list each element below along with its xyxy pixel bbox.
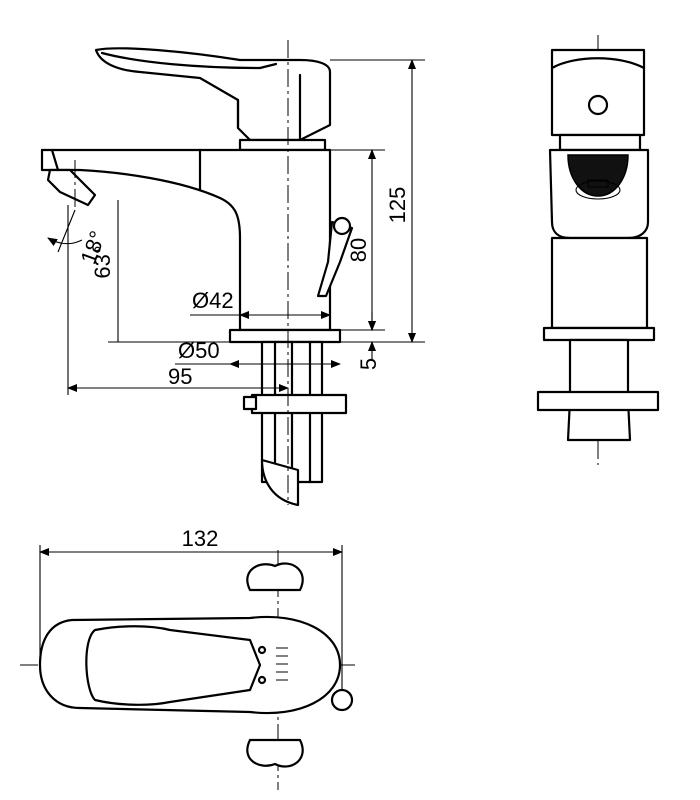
- plan-drain-knob: [330, 688, 354, 712]
- dim-spout-height: 80: [346, 238, 371, 262]
- end-nut: [536, 390, 660, 412]
- end-handle: [550, 48, 646, 137]
- end-aerator: [567, 154, 629, 197]
- base-plate: [228, 328, 342, 344]
- cartridge-cap: [238, 138, 327, 152]
- end-elevation-view: [536, 35, 660, 465]
- aerator: [46, 168, 97, 207]
- plan-lug-top: [246, 562, 304, 592]
- end-base-plate: [542, 326, 656, 342]
- dim-base-diameter: Ø50: [178, 338, 220, 363]
- dim-overall-length: 132: [182, 526, 219, 551]
- dimension-annotations: 125 80 5 Ø42 Ø50 95 18° 63°: [39, 59, 425, 690]
- plan-body: [38, 615, 342, 715]
- dim-base-plate: 5: [356, 358, 381, 370]
- brand-logo-mark: [276, 647, 288, 681]
- drain-rod: [316, 220, 354, 298]
- dim-spout-reach: 95: [168, 364, 192, 389]
- side-elevation-view: [40, 40, 354, 507]
- plan-view: [20, 550, 355, 790]
- mounting-nut: [250, 393, 348, 415]
- spout-body: [40, 148, 332, 332]
- lever-handle: [94, 47, 332, 142]
- end-shank: [566, 338, 632, 442]
- dim-spout-diameter: Ø42: [192, 288, 234, 313]
- plan-lug-bottom: [246, 738, 304, 768]
- hose-tail: [260, 458, 300, 507]
- dim-total-height: 125: [385, 187, 410, 224]
- dim-spout-angle-lower: 63°: [90, 245, 115, 278]
